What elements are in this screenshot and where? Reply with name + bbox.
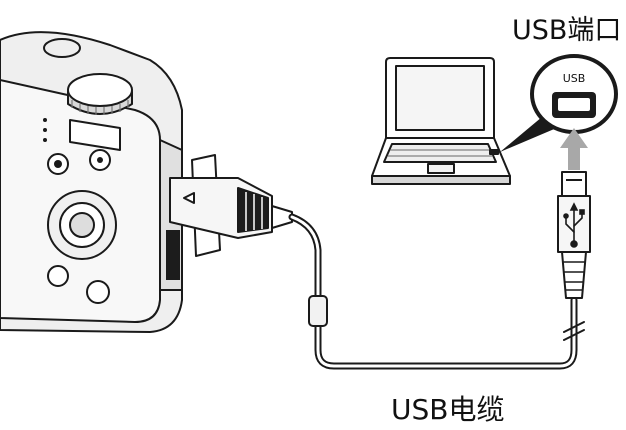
usb-cable-label: USB电缆 <box>391 393 505 426</box>
usb-port-badge: USB <box>563 72 586 85</box>
usb-port-icon <box>500 54 618 152</box>
usb-port-label: USB端口 <box>512 15 622 46</box>
camera-icon <box>0 31 183 333</box>
usb-cable-icon <box>288 213 585 370</box>
usb-symbol-icon <box>563 202 585 248</box>
usb-plug-icon <box>169 154 293 257</box>
laptop-icon <box>371 57 511 185</box>
arrow-up-icon <box>560 128 588 170</box>
